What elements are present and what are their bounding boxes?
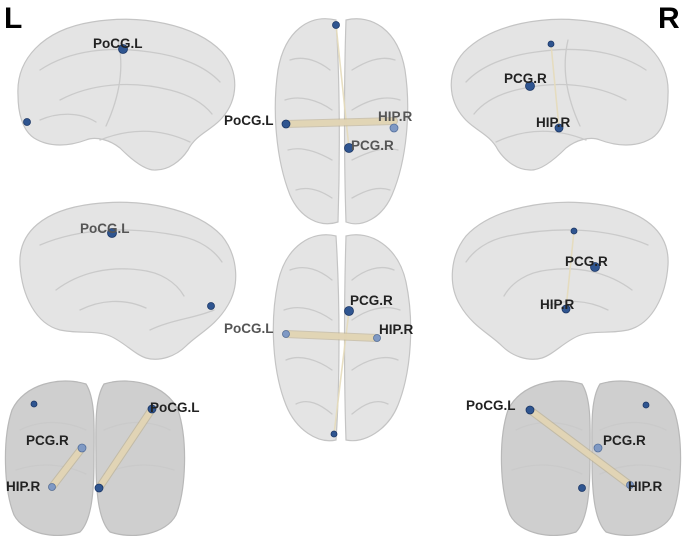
node-marker (107, 228, 117, 238)
node-marker (330, 430, 338, 438)
node-marker (578, 484, 586, 492)
node-marker (94, 483, 104, 493)
node-label-hip-r: HIP.R (379, 322, 414, 337)
node-marker (77, 443, 87, 453)
panel-right-medial: PCG.R HIP.R (451, 201, 669, 360)
node-label-pcg-r: PCG.R (504, 71, 547, 86)
node-marker (525, 405, 535, 415)
panel-coronal-view-left: PoCG.L PCG.R HIP.R (4, 380, 200, 536)
node-marker (525, 81, 535, 91)
node-marker (561, 304, 571, 314)
node-label-pocg-l: PoCG.L (466, 398, 516, 413)
panel-superior-view: PoCG.L HIP.R PCG.R (224, 18, 413, 225)
panel-coronal-view-right: PoCG.L PCG.R HIP.R (466, 380, 682, 536)
node-label-pocg-l: PoCG.L (224, 113, 274, 128)
node-marker (30, 400, 38, 408)
left-hemisphere-surface (4, 380, 95, 536)
node-label-pocg-l: PoCG.L (93, 36, 143, 51)
panel-left-medial: PoCG.L (19, 201, 237, 360)
node-label-pcg-r: PCG.R (26, 433, 69, 448)
node-marker (281, 119, 291, 129)
node-label-pocg-l: PoCG.L (224, 321, 274, 336)
node-label-hip-r: HIP.R (378, 109, 413, 124)
node-label-pocg-l: PoCG.L (150, 400, 200, 415)
node-label-hip-r: HIP.R (628, 479, 663, 494)
node-marker (642, 401, 650, 409)
right-hemisphere-surface (95, 380, 186, 536)
node-marker (389, 123, 399, 133)
node-marker (593, 443, 603, 453)
node-label-hip-r: HIP.R (540, 297, 575, 312)
right-hemisphere-surface (591, 380, 682, 536)
node-marker (23, 118, 31, 126)
right-hemisphere-label: R (658, 2, 680, 35)
node-marker (344, 306, 354, 316)
left-hemisphere-label: L (4, 2, 22, 35)
node-marker (547, 40, 555, 48)
node-marker (118, 44, 128, 54)
node-label-hip-r: HIP.R (536, 115, 571, 130)
node-marker (373, 334, 381, 342)
node-label-pcg-r: PCG.R (565, 254, 608, 269)
node-marker (626, 481, 634, 489)
node-marker (570, 227, 578, 235)
brain-surface (450, 18, 669, 171)
node-label-pcg-r: PCG.R (351, 138, 394, 153)
node-label-pcg-r: PCG.R (603, 433, 646, 448)
node-marker (207, 302, 215, 310)
node-marker (554, 123, 564, 133)
node-marker (590, 262, 600, 272)
panel-left-lateral: PoCG.L (17, 18, 236, 171)
node-label-pocg-l: PoCG.L (80, 221, 130, 236)
node-marker (344, 143, 354, 153)
node-marker (147, 404, 157, 414)
panel-right-lateral: PCG.R HIP.R (450, 18, 669, 171)
brain-surface (17, 18, 236, 171)
node-label-hip-r: HIP.R (6, 479, 41, 494)
node-label-pcg-r: PCG.R (350, 293, 393, 308)
brain-surface (451, 201, 669, 360)
node-marker (48, 483, 56, 491)
node-marker (282, 330, 290, 338)
panel-inferior-view: PCG.R HIP.R PoCG.L (224, 234, 414, 442)
node-marker (332, 21, 340, 29)
